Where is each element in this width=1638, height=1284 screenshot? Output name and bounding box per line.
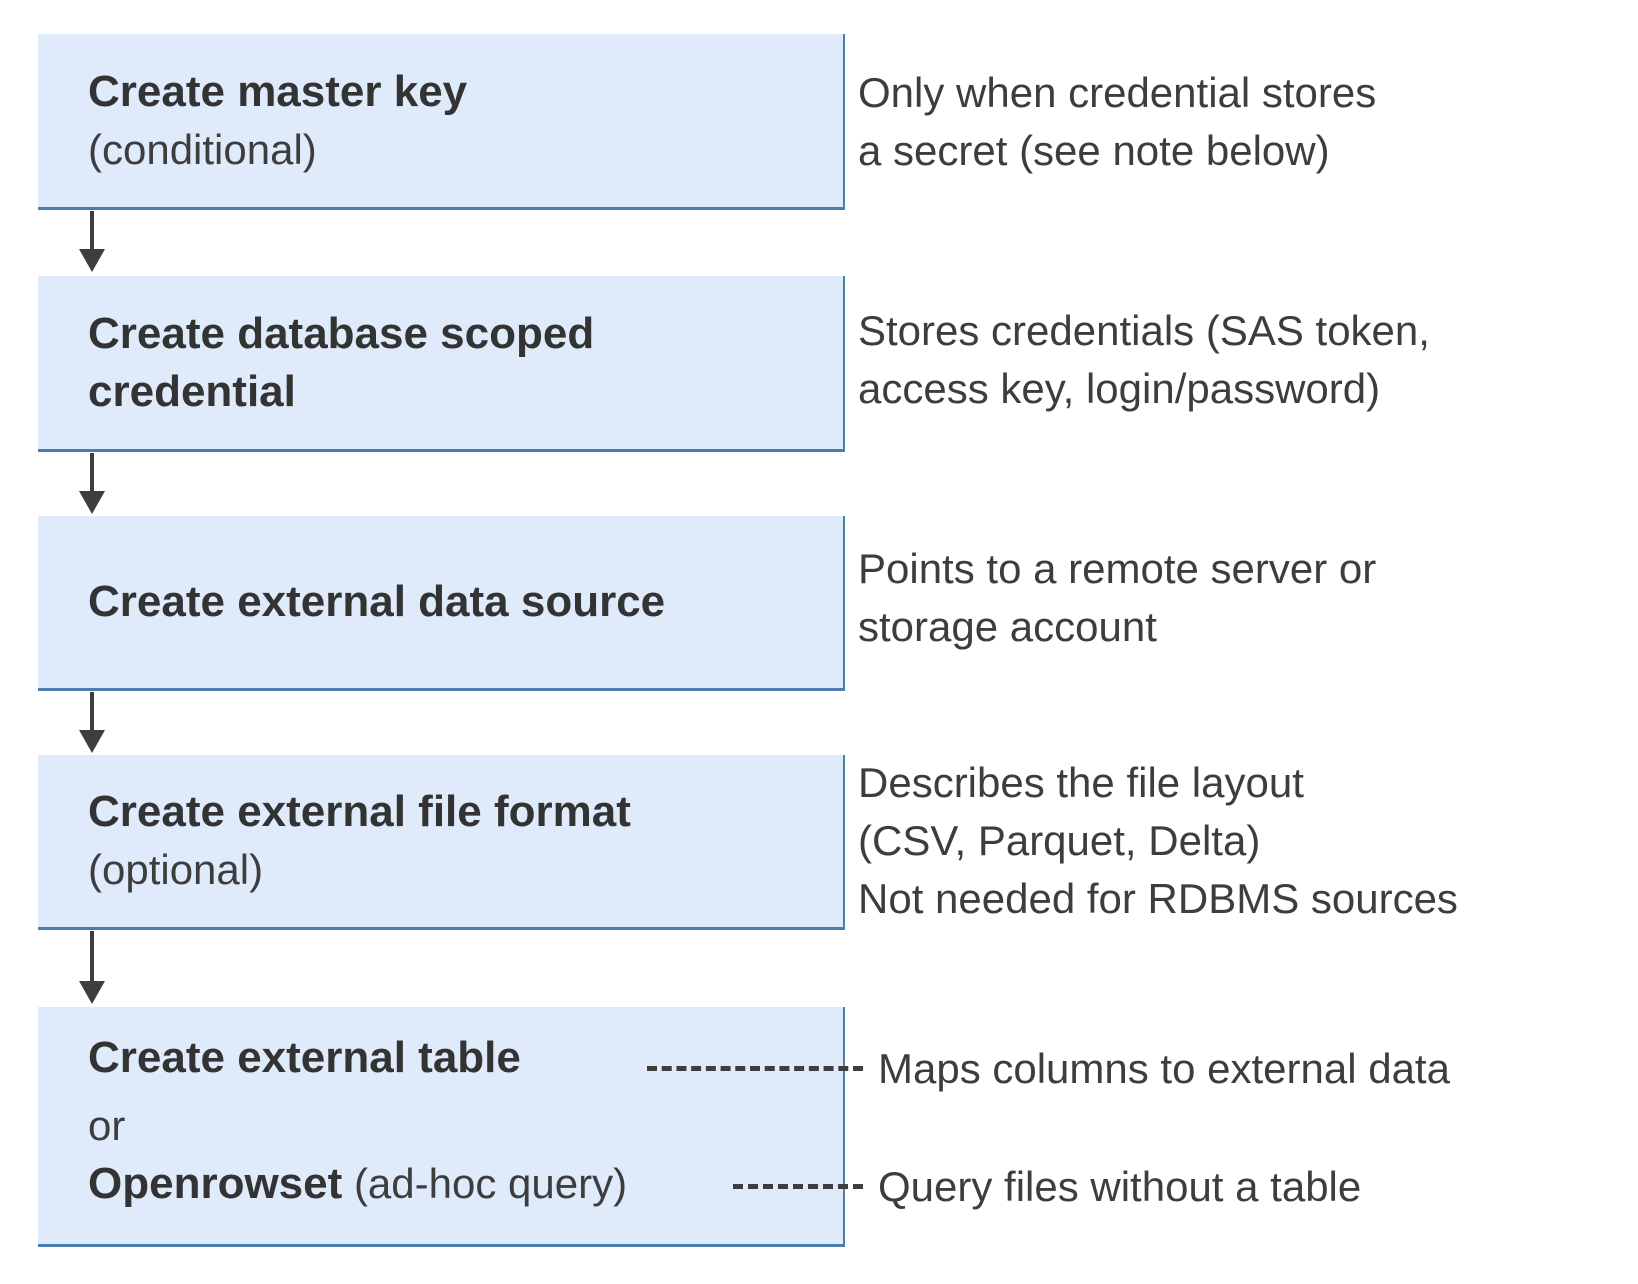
arrow-shaft [90, 692, 94, 731]
option-create-external-table: Create external table [88, 1029, 823, 1097]
step-box-external-data-source: Create external data source [38, 516, 845, 691]
arrow-head [79, 491, 105, 514]
step-box-external-file-format: Create external file format (optional) [38, 755, 845, 930]
option-openrowset: Openrowset (ad-hoc query) [88, 1155, 823, 1223]
step-title: Create external table [88, 1032, 521, 1082]
note-line: Stores credentials (SAS token, [858, 307, 1430, 354]
dashed-connector-openrowset [733, 1184, 863, 1189]
step-title: Create master key [88, 66, 468, 116]
note-scoped-credential: Stores credentials (SAS token, access ke… [858, 302, 1430, 418]
step-subtitle: (optional) [88, 846, 264, 893]
dashed-connector-external-table [647, 1066, 863, 1071]
arrow-head [79, 981, 105, 1004]
note-external-table: Maps columns to external data [878, 1040, 1450, 1098]
note-line: a secret (see note below) [858, 127, 1330, 174]
note-openrowset: Query files without a table [878, 1158, 1361, 1216]
note-external-data-source: Points to a remote server or storage acc… [858, 540, 1376, 656]
step-title: Openrowset [88, 1158, 343, 1208]
step-subtitle: (conditional) [88, 125, 317, 173]
note-line: Only when credential stores [858, 69, 1377, 116]
note-line: Not needed for RDBMS sources [858, 875, 1458, 922]
note-line: Points to a remote server or [858, 545, 1377, 592]
step-title: Create external data source [88, 577, 666, 626]
note-external-file-format: Describes the file layout (CSV, Parquet,… [858, 754, 1458, 928]
step-box-scoped-credential: Create database scoped credential [38, 276, 845, 452]
note-line: Maps columns to external data [878, 1045, 1450, 1092]
arrow-shaft [90, 931, 94, 982]
note-master-key: Only when credential stores a secret (se… [858, 64, 1376, 180]
note-line: storage account [858, 603, 1157, 650]
note-line: Query files without a table [878, 1163, 1362, 1210]
note-line: (CSV, Parquet, Delta) [858, 817, 1261, 864]
arrow-shaft [90, 211, 94, 250]
or-separator: or [88, 1101, 126, 1149]
step-box-external-table-openrowset: Create external table or Openrowset (ad-… [38, 1007, 845, 1247]
step-box-master-key: Create master key (conditional) [38, 34, 845, 210]
note-line: Describes the file layout [858, 759, 1304, 806]
arrow-shaft [90, 453, 94, 492]
step-title: Create database scoped credential [88, 308, 595, 416]
note-line: access key, login/password) [858, 365, 1381, 412]
arrow-head [79, 249, 105, 272]
step-title: Create external file format [88, 787, 631, 836]
step-subtitle: (ad-hoc query) [342, 1159, 628, 1207]
arrow-head [79, 730, 105, 753]
